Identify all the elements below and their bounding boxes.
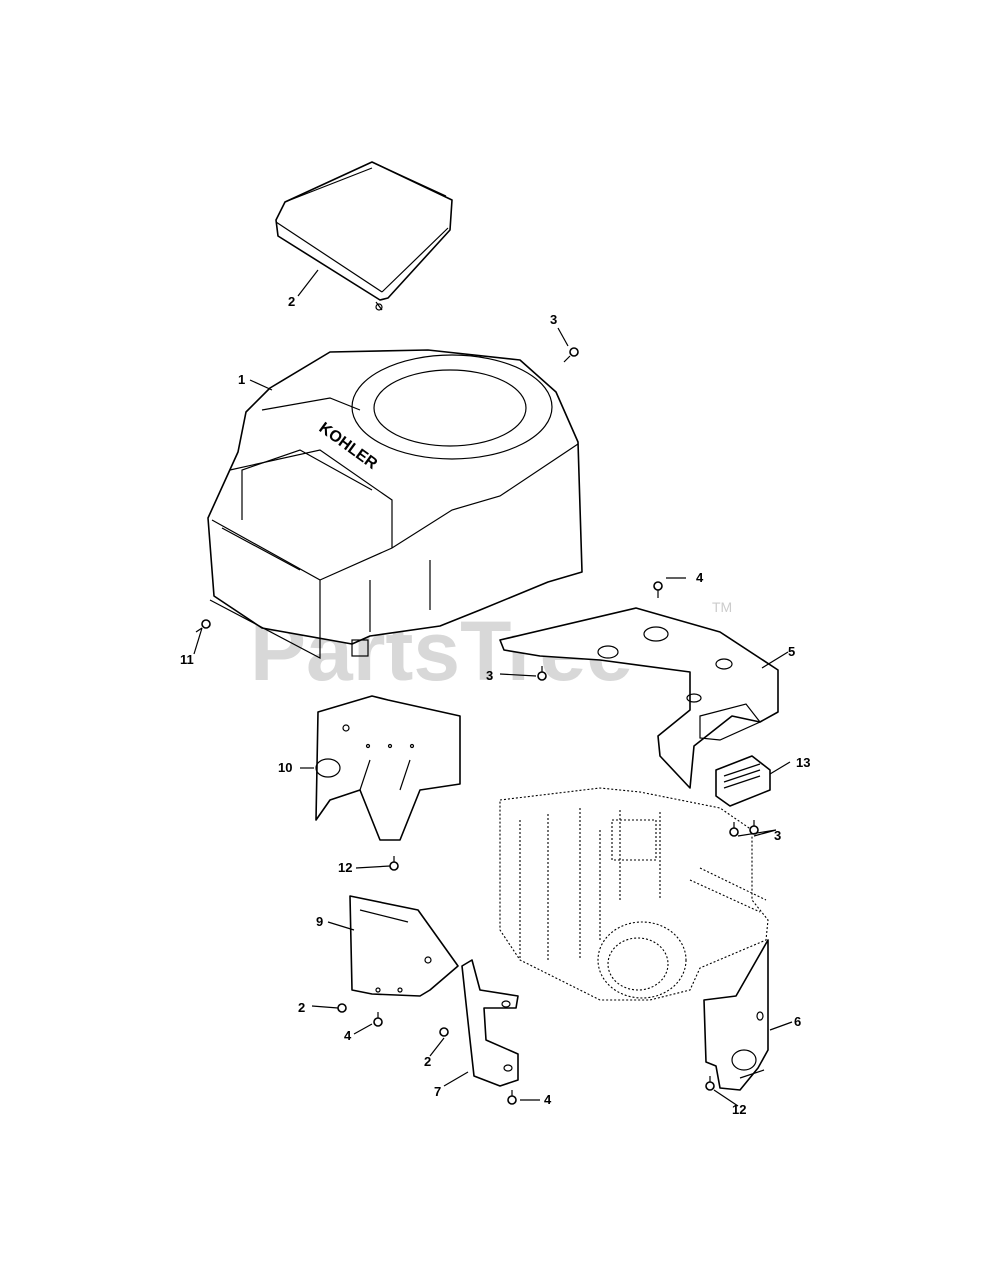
callout-3[interactable]: 3 [486,668,493,683]
part-5-baffle[interactable] [499,607,779,789]
callout-12[interactable]: 12 [338,860,352,875]
screw-4-bottom [507,1090,517,1105]
screw-4-left [373,1012,383,1027]
callout-5[interactable]: 5 [788,644,795,659]
callout-13[interactable]: 13 [796,755,810,770]
callout-6[interactable]: 6 [794,1014,801,1029]
screw-2-left [337,1003,347,1013]
fasteners [195,347,759,1105]
callout-10[interactable]: 10 [278,760,292,775]
screw-12-left [389,856,399,871]
callout-3[interactable]: 3 [550,312,557,327]
callout-4[interactable]: 4 [696,570,704,585]
part-13-block[interactable] [715,755,771,807]
callout-3[interactable]: 3 [774,828,781,843]
callout-12[interactable]: 12 [732,1102,746,1117]
callout-9[interactable]: 9 [316,914,323,929]
watermark-trademark: TM [712,599,732,615]
part-2-top-cover[interactable] [275,161,453,311]
engine-block-reference [499,787,769,1001]
screw-11 [195,619,211,633]
screw-3-right-b [749,820,759,835]
screw-3-right-a [729,822,739,837]
callout-11[interactable]: 11 [180,652,194,667]
part-6-bracket[interactable] [703,939,769,1091]
leader-lines [193,269,793,1107]
screw-4-top [653,581,663,598]
callout-4[interactable]: 4 [344,1028,352,1043]
part-9-bracket[interactable] [349,895,459,997]
callouts: 2 1 3 4 3 5 13 3 11 10 12 9 2 4 2 7 4 6 … [180,294,810,1117]
callout-4[interactable]: 4 [544,1092,552,1107]
screw-3-top [563,347,579,363]
callout-2[interactable]: 2 [424,1054,431,1069]
callout-2[interactable]: 2 [288,294,295,309]
part-7-bracket[interactable] [461,959,519,1087]
part-1-blower-housing[interactable]: KOHLER [207,349,583,659]
callout-2[interactable]: 2 [298,1000,305,1015]
screw-3-mid [537,666,547,681]
screw-12-right [705,1076,715,1091]
part-10-shield[interactable] [315,695,461,841]
callout-1[interactable]: 1 [238,372,245,387]
screw-2-mid [439,1027,449,1037]
callout-7[interactable]: 7 [434,1084,441,1099]
